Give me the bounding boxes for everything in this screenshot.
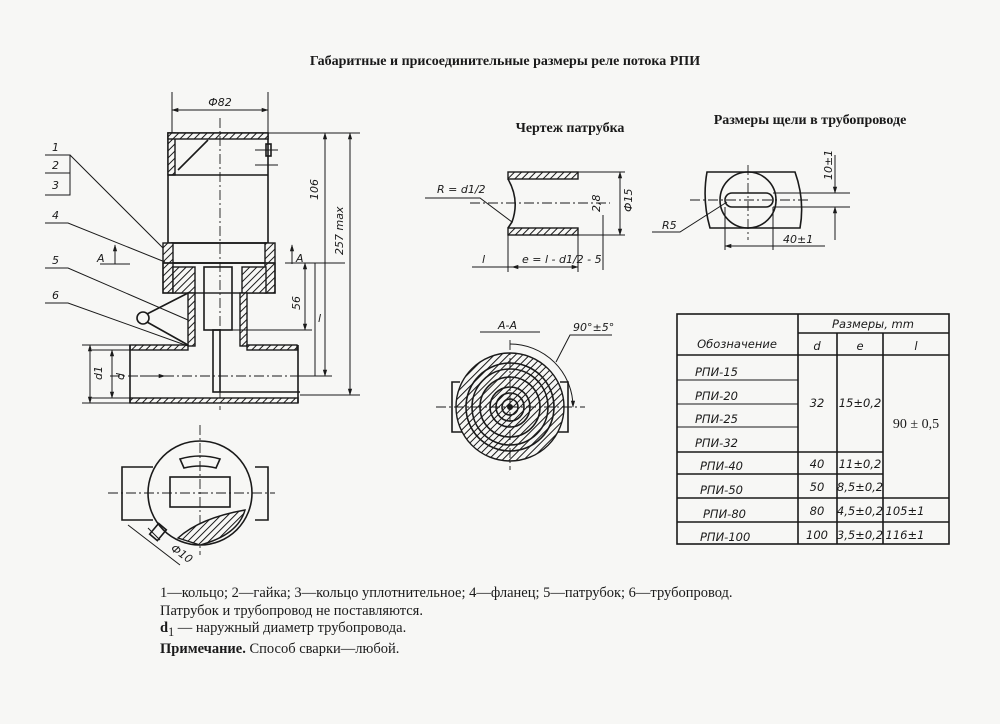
dim-56: 56: [290, 296, 303, 310]
dim-diameter-82: Ф82: [208, 96, 231, 109]
cell-e-100: 3,5±0,2: [837, 528, 883, 542]
row-name: РПИ-50: [700, 483, 743, 497]
cell-l-100: 116±1: [886, 528, 925, 542]
cell-e-50: 8,5±0,2: [837, 480, 883, 494]
plan-view: Ф10: [108, 425, 275, 566]
slot-height: 10±1: [822, 150, 835, 180]
not-supplied-note: Патрубок и трубопровод не поставляются.: [160, 602, 423, 619]
housing: [167, 132, 269, 244]
dim-hole-10: Ф10: [168, 542, 195, 566]
cell-d-40: 40: [810, 457, 825, 471]
remark: Примечание. Способ сварки—любой.: [160, 641, 400, 658]
nozzle-radius: R = d1/2: [437, 183, 486, 196]
notes: 1—кольцо; 2—гайка; 3—кольцо уплотнительн…: [160, 585, 840, 659]
cell-d-80: 80: [810, 504, 825, 518]
th-d: d: [813, 339, 821, 353]
dim-257-max: 257 max: [333, 206, 346, 255]
nozzle-wall: 2,8: [590, 195, 603, 213]
callout-2: 2: [52, 159, 59, 172]
row-name: РПИ-40: [700, 459, 743, 473]
drawing-title: Габаритные и присоединительные размеры р…: [310, 54, 700, 69]
row-name: РПИ-15: [695, 365, 738, 379]
nozzle-drawing: Чертеж патрубка 2,8 Ф15 R = d1/2 l e = l…: [425, 121, 635, 272]
nozzle-length: l: [482, 253, 485, 266]
parts-legend: 1—кольцо; 2—гайка; 3—кольцо уплотнительн…: [160, 585, 733, 601]
callout-3: 3: [52, 179, 59, 192]
slot-radius: R5: [662, 219, 677, 232]
dim-106: 106: [308, 179, 321, 200]
nozzle-diameter: Ф15: [622, 189, 635, 212]
callout-1: 1: [52, 141, 59, 154]
row-name: РПИ-25: [695, 412, 738, 426]
callout-4: 4: [52, 209, 59, 222]
slot-drawing: Размеры щели в трубопроводе 10±1 40±1 R5: [652, 113, 906, 250]
callout-5: 5: [52, 254, 59, 267]
cell-d-100: 100: [806, 528, 828, 542]
cell-e-80: 4,5±0,2: [837, 504, 883, 518]
sizes-table: Обозначение Размеры, mm d e l РПИ-15 РПИ…: [676, 313, 950, 545]
cell-l-80: 105±1: [886, 504, 925, 518]
section-aa-label: A-A: [497, 319, 517, 332]
dim-d1: d1: [92, 366, 105, 380]
section-mark-right: A: [295, 252, 304, 265]
nozzle-title: Чертеж патрубка: [516, 121, 625, 136]
cell-e-group: 15±0,2: [839, 396, 882, 410]
th-sizes: Размеры, mm: [832, 317, 914, 331]
cell-e-40: 11±0,2: [839, 457, 882, 471]
cell-l-group: 90 ± 0,5: [893, 417, 939, 432]
d1-note: d1 — наружный диаметр трубопровода.: [160, 620, 407, 639]
section-aa-angle: 90°±5°: [573, 321, 614, 334]
main-view: Ф82 d1 d: [45, 92, 360, 410]
nozzle-formula: e = l - d1/2 - 5: [522, 253, 602, 266]
row-name: РПИ-20: [695, 389, 738, 403]
th-designation: Обозначение: [697, 337, 777, 351]
callout-6: 6: [52, 289, 59, 302]
slot-width: 40±1: [783, 233, 813, 246]
dim-l: l: [318, 312, 321, 325]
row-name: РПИ-80: [703, 507, 746, 521]
section-mark-left: A: [96, 252, 105, 265]
th-l: l: [914, 339, 918, 353]
th-e: e: [856, 339, 863, 353]
slot-title: Размеры щели в трубопроводе: [714, 113, 907, 128]
section-aa: A-A 90°±5°: [436, 319, 614, 470]
row-name: РПИ-100: [700, 530, 750, 544]
cell-d-50: 50: [810, 480, 825, 494]
dim-d: d: [114, 372, 127, 380]
cell-d-group: 32: [810, 396, 825, 410]
row-name: РПИ-32: [695, 436, 738, 450]
